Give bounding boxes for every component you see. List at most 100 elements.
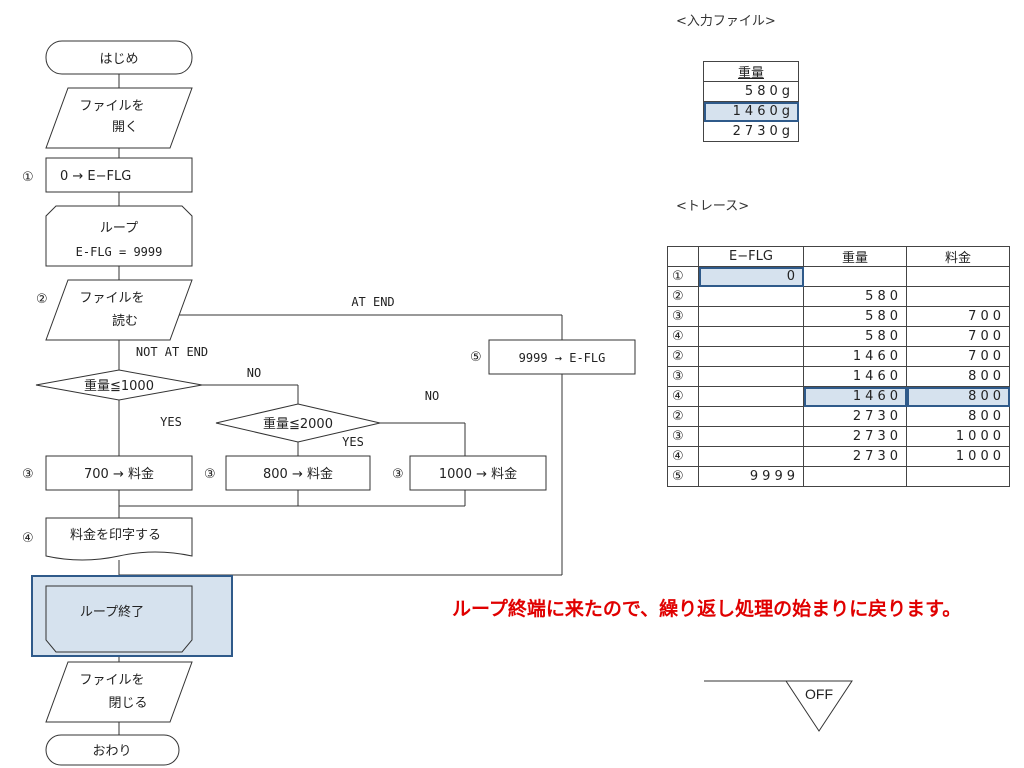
trace-cell-flag — [698, 386, 804, 407]
trace-cell-weight: 1460 — [803, 366, 907, 387]
trace-cell-step: ④ — [667, 386, 699, 407]
input-file-table: 重量 580g 1460g 2730g — [703, 61, 799, 142]
input-row: 580g — [703, 81, 799, 102]
trace-cell-step: ④ — [667, 446, 699, 467]
loop-start-shape — [45, 205, 193, 267]
trace-cell-flag — [698, 426, 804, 447]
loop-end-shape — [45, 585, 193, 653]
trace-cell-fee — [906, 466, 1010, 487]
end-terminal — [45, 734, 180, 766]
read-file-shape — [45, 279, 193, 341]
trace-cell-step: ② — [667, 406, 699, 427]
cond2-label: 重量≦2000 — [263, 416, 333, 432]
off-toggle[interactable]: OFF — [700, 675, 860, 735]
trace-cell-flag — [698, 366, 804, 387]
read-file-label-2: 読む — [112, 313, 138, 329]
fee-1000-label: 1000 → 料金 — [439, 466, 517, 482]
toggle-label: OFF — [805, 686, 833, 702]
trace-cell-fee — [906, 266, 1010, 287]
weight-1000-decision — [35, 369, 203, 401]
marker-1: ① — [22, 170, 34, 185]
trace-cell-weight: 2730 — [803, 426, 907, 447]
trace-cell-step: ④ — [667, 326, 699, 347]
trace-cell-fee: 800 — [906, 386, 1010, 407]
trace-cell-flag — [698, 406, 804, 427]
at-end-label: AT END — [351, 295, 394, 309]
fee-700-process — [45, 455, 193, 491]
trace-cell-step: ② — [667, 286, 699, 307]
trace-cell-flag — [698, 306, 804, 327]
fee-1000-process — [409, 455, 547, 491]
trace-cell-flag — [698, 346, 804, 367]
trace-cell-weight — [803, 466, 907, 487]
input-row-highlighted: 1460g — [703, 101, 799, 122]
open-file-label-2: 開く — [112, 120, 138, 135]
input-header: 重量 — [703, 61, 799, 82]
marker-3a: ③ — [22, 467, 34, 482]
trace-cell-weight — [803, 266, 907, 287]
trace-cell-fee: 700 — [906, 326, 1010, 347]
trace-header-step — [667, 246, 699, 267]
fee-800-label: 800 → 料金 — [263, 466, 333, 482]
trace-header-fee: 料金 — [906, 246, 1010, 267]
trace-cell-weight: 1460 — [803, 386, 907, 407]
close-file-label-1: ファイルを — [79, 673, 144, 688]
not-at-end-label: NOT AT END — [136, 345, 208, 359]
flowchart: はじめ ファイルを 開く ① 0 → E−FLG ループ E-FLG = 999… — [22, 40, 636, 766]
triangle-down-icon — [785, 680, 853, 732]
read-file-label-1: ファイルを — [79, 291, 144, 306]
trace-cell-weight: 580 — [803, 306, 907, 327]
set-flag-label: 9999 → E-FLG — [519, 351, 606, 365]
trace-cell-weight: 580 — [803, 326, 907, 347]
marker-3b: ③ — [204, 467, 216, 482]
trace-cell-fee — [906, 286, 1010, 307]
end-label: おわり — [92, 744, 131, 759]
trace-cell-step: ② — [667, 346, 699, 367]
trace-cell-flag: 0 — [698, 266, 804, 287]
loop-end-label: ループ終了 — [80, 604, 144, 620]
trace-cell-weight: 1460 — [803, 346, 907, 367]
trace-header-weight: 重量 — [803, 246, 907, 267]
trace-cell-fee: 1000 — [906, 446, 1010, 467]
trace-cell-fee: 700 — [906, 306, 1010, 327]
close-file-label-2: 閉じる — [108, 696, 147, 711]
trace-header-flag: E−FLG — [698, 246, 804, 267]
trace-cell-flag: 9999 — [698, 466, 804, 487]
open-file-label-1: ファイルを — [79, 99, 144, 114]
input-file-title: <入力ファイル> — [676, 14, 776, 29]
trace-cell-flag — [698, 286, 804, 307]
trace-title: <トレース> — [676, 199, 750, 214]
trace-cell-fee: 700 — [906, 346, 1010, 367]
marker-3c: ③ — [392, 467, 404, 482]
trace-cell-flag — [698, 446, 804, 467]
explanation-message: ループ終端に来たので、繰り返し処理の始まりに戻ります。 — [452, 598, 962, 620]
fee-800-process — [225, 455, 371, 491]
start-terminal — [45, 40, 193, 75]
loop-start-label-1: ループ — [100, 221, 138, 236]
trace-cell-fee: 800 — [906, 366, 1010, 387]
loop-start-label-2: E-FLG = 9999 — [76, 245, 163, 259]
trace-cell-step: ③ — [667, 366, 699, 387]
marker-4: ④ — [22, 531, 34, 546]
weight-2000-decision — [215, 403, 381, 443]
no-label-1: NO — [247, 366, 261, 380]
no-label-2: NO — [425, 389, 439, 403]
trace-cell-weight: 2730 — [803, 406, 907, 427]
print-fee-label: 料金を印字する — [70, 527, 161, 543]
marker-2: ② — [36, 292, 48, 307]
trace-cell-step: ⑤ — [667, 466, 699, 487]
print-fee-document — [45, 517, 193, 561]
input-row: 2730g — [703, 121, 799, 142]
trace-cell-step: ③ — [667, 426, 699, 447]
